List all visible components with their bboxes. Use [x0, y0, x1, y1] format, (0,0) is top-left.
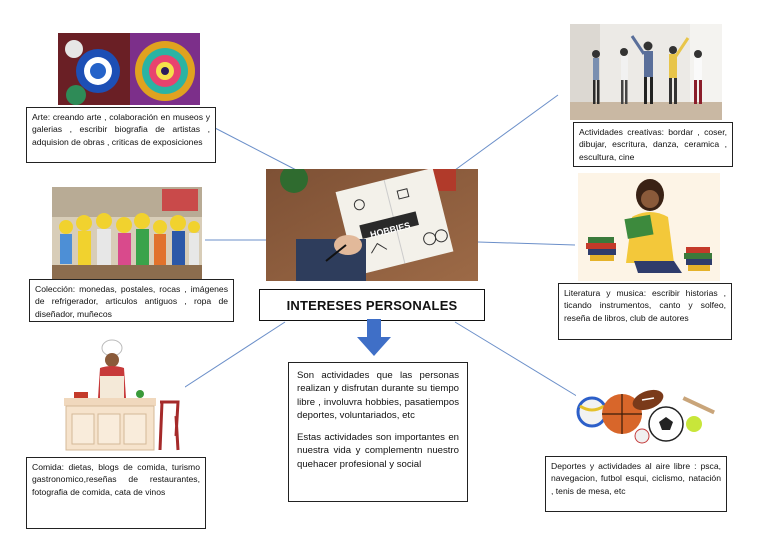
arte-text: Arte: creando arte , colaboración en mus… [32, 112, 210, 147]
central-title-box: INTERESES PERSONALES [259, 289, 485, 321]
arte-box: Arte: creando arte , colaboración en mus… [26, 107, 216, 163]
arte-image [58, 33, 200, 105]
connector-comida [164, 321, 286, 401]
coleccion-box: Colección: monedas, postales, rocas , im… [29, 279, 234, 322]
literatura-image [578, 173, 720, 281]
deportes-box: Deportes y actividades al aire libre : p… [545, 456, 727, 512]
literatura-box: Literatura y musica: escribir historias … [558, 283, 732, 340]
connector-arte [214, 127, 303, 174]
coleccion-image [52, 187, 202, 279]
deportes-image [576, 384, 722, 448]
comida-text: Comida: dietas, blogs de comida, turismo… [32, 462, 200, 497]
central-description-box: Son actividades que las personas realiza… [288, 362, 468, 502]
comida-image [60, 336, 185, 454]
comida-box: Comida: dietas, blogs de comida, turismo… [26, 457, 206, 529]
central-title: INTERESES PERSONALES [286, 297, 458, 313]
hobbies-image: HOBBIES [266, 169, 478, 281]
creativas-text: Actividades creativas: bordar , coser, d… [579, 127, 727, 162]
literatura-text: Literatura y musica: escribir historias … [564, 288, 726, 323]
down-arrow-icon [357, 319, 391, 356]
central-description-2: Estas actividades son importantes en nue… [297, 431, 459, 470]
central-description-1: Son actividades que las personas realiza… [297, 370, 459, 422]
connector-literatura [477, 241, 576, 246]
coleccion-text: Colección: monedas, postales, rocas , im… [35, 284, 228, 319]
creativas-image [570, 24, 722, 120]
connector-deportes [454, 321, 581, 399]
deportes-text: Deportes y actividades al aire libre : p… [551, 461, 721, 496]
connector-creativas [454, 94, 559, 171]
creativas-box: Actividades creativas: bordar , coser, d… [573, 122, 733, 167]
